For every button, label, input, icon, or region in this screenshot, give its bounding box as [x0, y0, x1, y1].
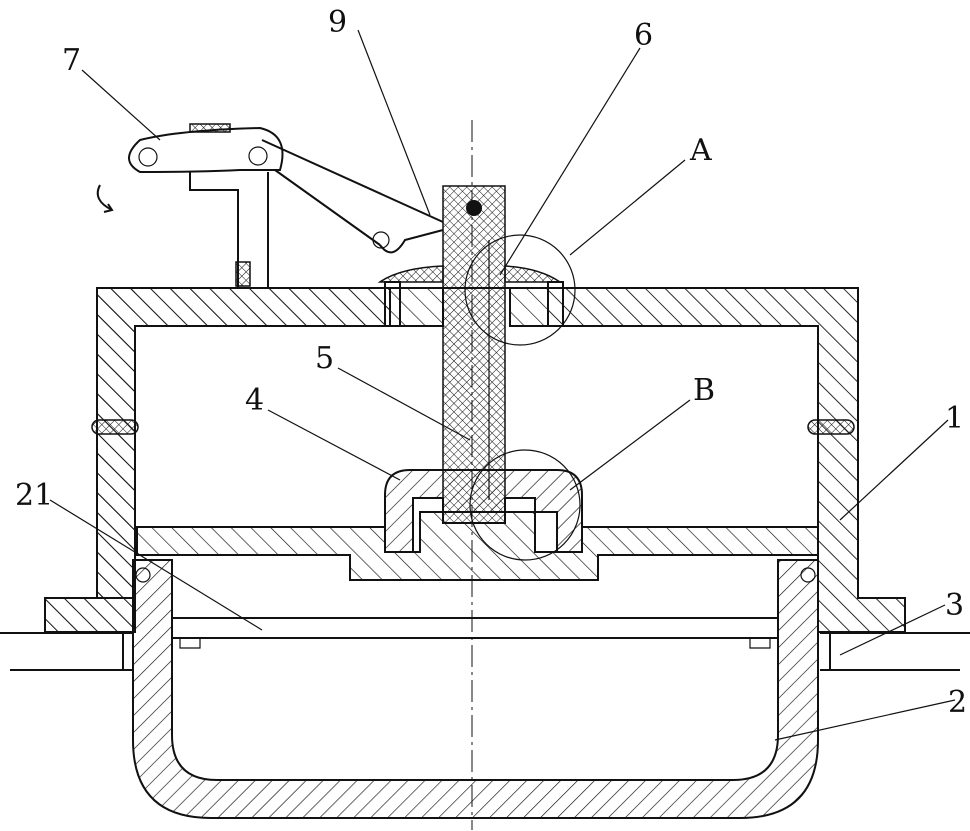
detail-circle-b [469, 449, 581, 561]
label-6: 6 [634, 18, 653, 53]
leader-lines [49, 29, 956, 741]
label-b: B [693, 373, 715, 408]
label-7: 7 [62, 43, 81, 78]
label-9: 9 [328, 5, 347, 40]
lid-plate [136, 511, 819, 581]
bowl [132, 559, 819, 819]
label-5: 5 [315, 341, 334, 376]
shaft-pin [466, 200, 482, 216]
shaft [442, 185, 506, 524]
right-side-pin [807, 419, 855, 435]
label-2: 2 [948, 685, 967, 720]
inner-plate [171, 617, 779, 639]
label-a: A [689, 133, 712, 168]
label-21: 21 [15, 478, 53, 513]
label-1: 1 [945, 401, 964, 436]
lever-assembly [96, 123, 444, 288]
left-side-pin [91, 419, 139, 435]
label-4: 4 [245, 383, 264, 418]
label-3: 3 [945, 588, 964, 623]
detail-circle-a [464, 234, 576, 346]
